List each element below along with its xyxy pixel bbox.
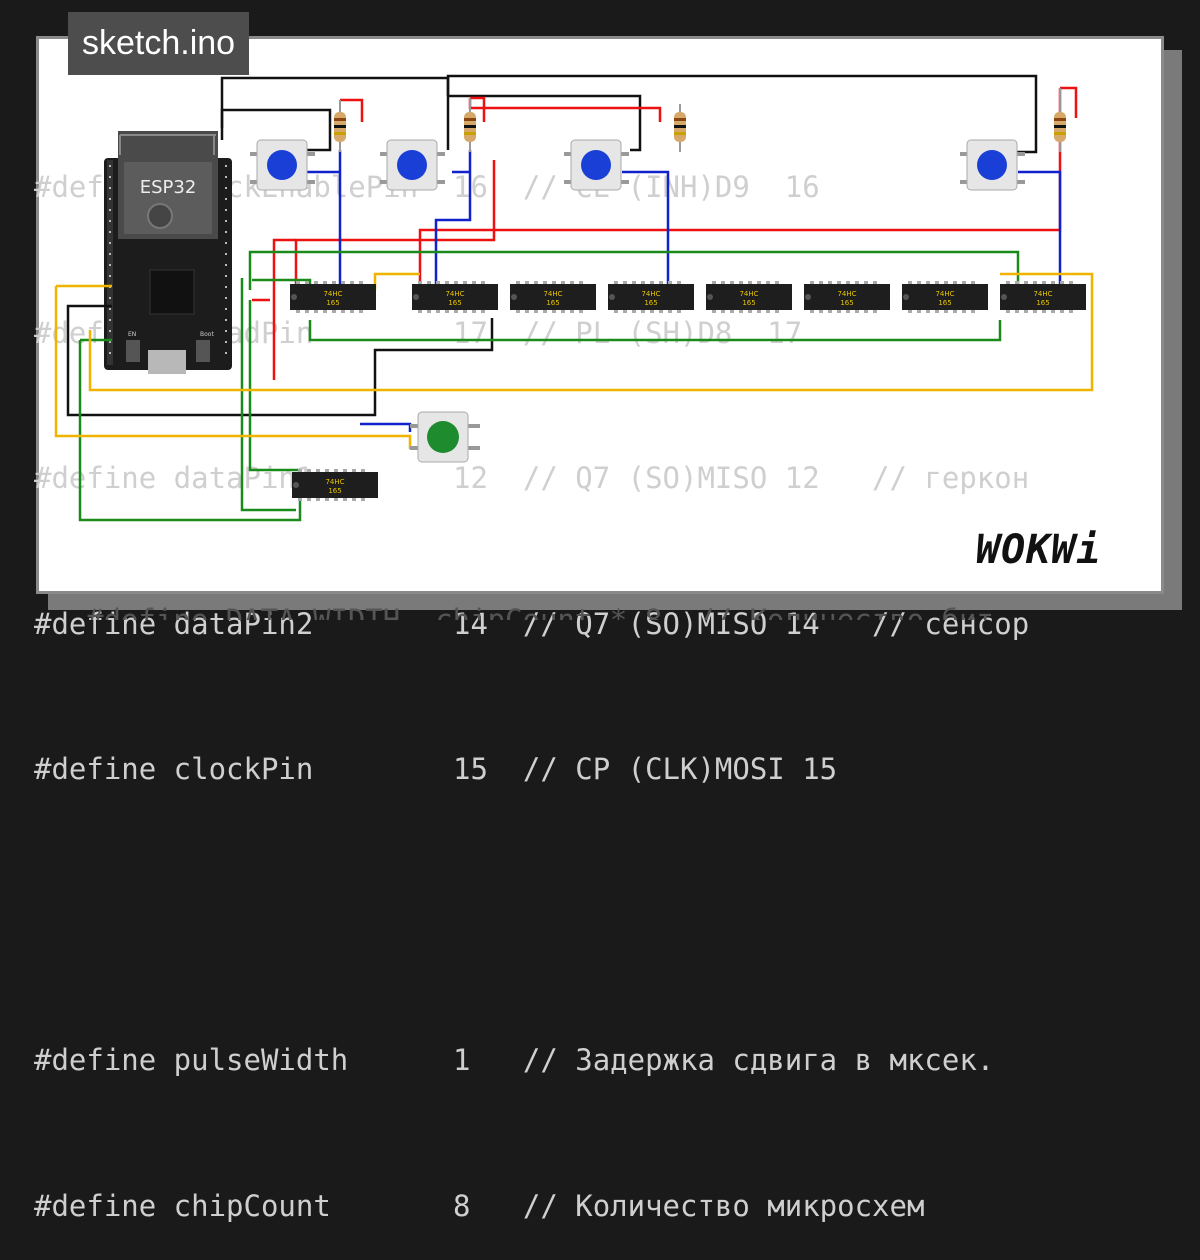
chip-label-bottom: 165 — [840, 299, 853, 307]
chip-label-top: 74HC — [641, 290, 660, 298]
chip-label-bottom: 165 — [742, 299, 755, 307]
code-line-overflow: #define DATA_WIDTH chipCount * 8 // Коли… — [86, 603, 994, 620]
chip-label-top: 74HC — [837, 290, 856, 298]
chip-label-top: 74HC — [323, 290, 342, 298]
circuit-diagram: ESP32 Boot EN — [54, 74, 1094, 522]
chip-label-top: 74HC — [739, 290, 758, 298]
resistor[interactable] — [674, 104, 686, 152]
chip-label-top: 74HC — [325, 478, 344, 486]
wires — [54, 74, 1094, 522]
file-tab[interactable]: sketch.ino — [68, 12, 250, 75]
wokwi-logo: WOKWi — [976, 527, 1102, 573]
en-button[interactable] — [126, 340, 140, 362]
code-line: #define pulseWidth 1 // Задержка сдвига … — [34, 1043, 995, 1077]
code-line: #define clockPin 15 // CP (CLK)MOSI 15 — [34, 752, 838, 786]
boot-label: Boot — [200, 331, 214, 338]
usb-port — [148, 350, 186, 374]
chip-label-bottom: 165 — [546, 299, 559, 307]
chip-label-bottom: 165 — [938, 299, 951, 307]
en-label: EN — [128, 331, 136, 338]
board-pins-left — [107, 160, 113, 365]
pushbutton-blue[interactable] — [380, 139, 445, 191]
resistor[interactable] — [464, 98, 476, 152]
resistor[interactable] — [334, 100, 346, 152]
chip-label-bottom: 165 — [326, 299, 339, 307]
pushbutton-green[interactable] — [410, 411, 480, 463]
chip-label-bottom: 165 — [448, 299, 461, 307]
chip-label-bottom: 165 — [328, 487, 341, 495]
boot-button[interactable] — [196, 340, 210, 362]
chip-label-bottom: 165 — [644, 299, 657, 307]
chip-label-top: 74HC — [935, 290, 954, 298]
code-line: #define chipCount 8 // Количество микрос… — [34, 1188, 925, 1223]
resistor[interactable] — [1054, 88, 1066, 152]
chip-label-bottom: 165 — [1036, 299, 1049, 307]
shift-register-row: 74HC16574HC16574HC16574HC16574HC16574HC1… — [290, 281, 1086, 501]
pushbutton-blue[interactable] — [960, 139, 1025, 191]
chip-label-top: 74HC — [445, 290, 464, 298]
chip-label-top: 74HC — [1033, 290, 1052, 298]
board-name: ESP32 — [140, 177, 197, 198]
esp32-board[interactable]: ESP32 Boot EN — [104, 131, 232, 374]
code-line — [34, 891, 1029, 940]
code-line: #define dataPin1 12 // Q7 (SO)MISO 12 //… — [34, 461, 1030, 495]
espressif-logo-icon — [147, 203, 173, 229]
pushbutton-blue[interactable] — [250, 139, 315, 191]
pushbutton-blue[interactable] — [564, 139, 629, 191]
chip-label-top: 74HC — [543, 290, 562, 298]
